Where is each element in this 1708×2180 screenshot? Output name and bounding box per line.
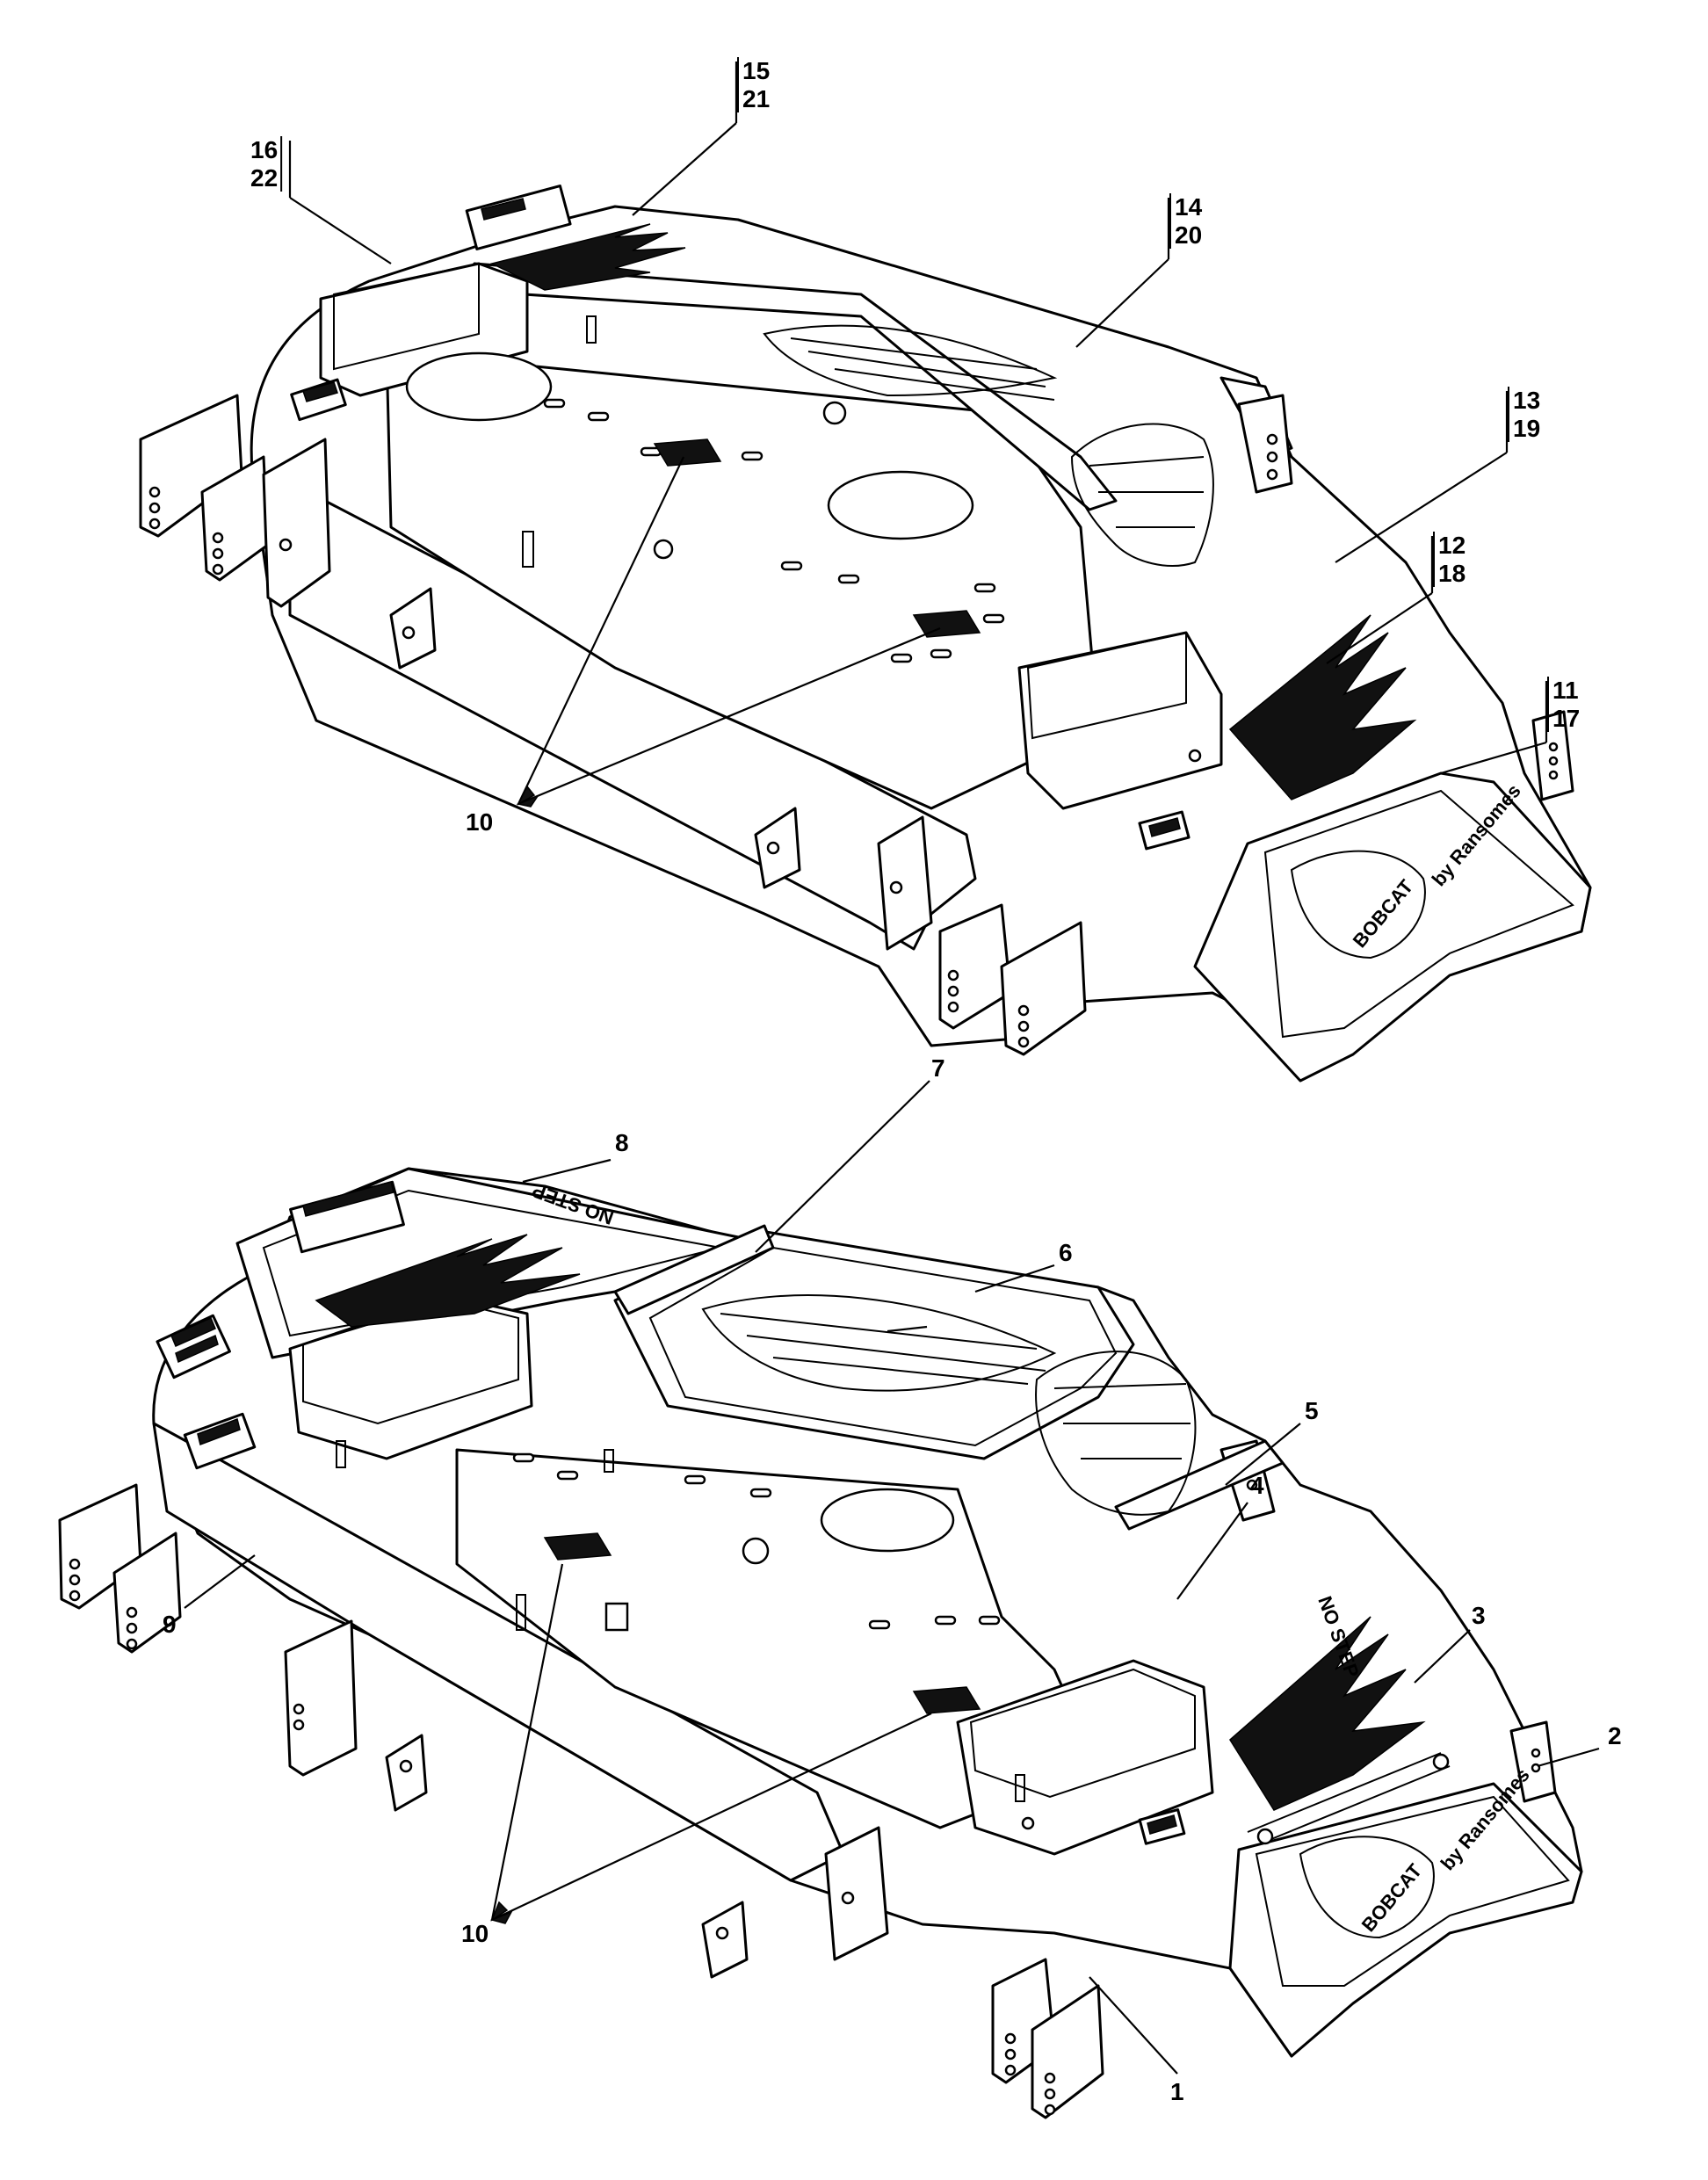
callout-3: 3 xyxy=(1472,1602,1486,1629)
flame-decal-discharge-bottom xyxy=(1229,1616,1426,1811)
flame-decal-rear-right xyxy=(763,324,1058,401)
bottom-deck-view: NO STEP NO STEP xyxy=(58,1054,1622,2119)
flame-decal-right-panel xyxy=(701,1294,1057,1392)
discharge-chute-bottom xyxy=(1228,1782,1583,2058)
callout-8: 8 xyxy=(615,1129,629,1156)
callout-18: 18 xyxy=(1438,560,1466,587)
callout-6: 6 xyxy=(1059,1239,1073,1266)
wildcat-head-decal-bottom xyxy=(1035,1351,1197,1516)
callout-12: 12 xyxy=(1438,532,1466,559)
warning-decal-top-rear xyxy=(465,185,572,250)
callout-11: 11 xyxy=(1552,677,1579,704)
callout-4: 4 xyxy=(1250,1472,1264,1499)
warning-decal-top-front xyxy=(1138,810,1191,851)
callout-13: 13 xyxy=(1513,387,1540,414)
wildcat-head-decal-top xyxy=(1070,423,1214,567)
warning-decal-top-left xyxy=(290,378,347,422)
callout-17: 17 xyxy=(1552,705,1580,732)
plate-slots-top xyxy=(543,398,1005,663)
callout-10-bottom: 10 xyxy=(461,1920,489,1947)
callout-22: 22 xyxy=(250,164,278,192)
warning-decal-bottom-left-2 xyxy=(183,1412,257,1470)
warning-decal-bottom-rear xyxy=(289,1180,405,1254)
callout-9: 9 xyxy=(163,1611,177,1638)
callout-10-top: 10 xyxy=(466,808,493,836)
callout-20: 20 xyxy=(1175,221,1202,249)
plate-slots-bottom xyxy=(512,1452,1001,1630)
callout-19: 19 xyxy=(1513,415,1540,442)
decal-square-top-2 xyxy=(912,610,981,638)
top-deck-view: BOBCAT by Ransomes 16 22 15 21 14 xyxy=(139,57,1592,1083)
callout-1: 1 xyxy=(1170,2078,1184,2105)
callout-21: 21 xyxy=(742,85,770,112)
callout-7: 7 xyxy=(931,1054,945,1082)
leaders-top xyxy=(288,62,1548,808)
decal-square-bottom-1 xyxy=(543,1532,612,1561)
callout-5: 5 xyxy=(1305,1397,1319,1424)
callout-16: 16 xyxy=(250,136,278,163)
decal-square-top-1 xyxy=(653,438,722,467)
warning-decal-bottom-left xyxy=(156,1314,231,1380)
flame-decal-rear-left xyxy=(489,223,686,291)
leaders-bottom xyxy=(184,1080,1600,2075)
decal-square-bottom-2 xyxy=(912,1686,981,1714)
warning-decal-bottom-front xyxy=(1138,1808,1186,1845)
callout-15: 15 xyxy=(742,57,770,84)
flame-decal-rear-bottom xyxy=(315,1234,581,1328)
callout-2: 2 xyxy=(1608,1722,1622,1749)
callout-14: 14 xyxy=(1175,193,1203,221)
discharge-chute-top xyxy=(1193,771,1592,1083)
